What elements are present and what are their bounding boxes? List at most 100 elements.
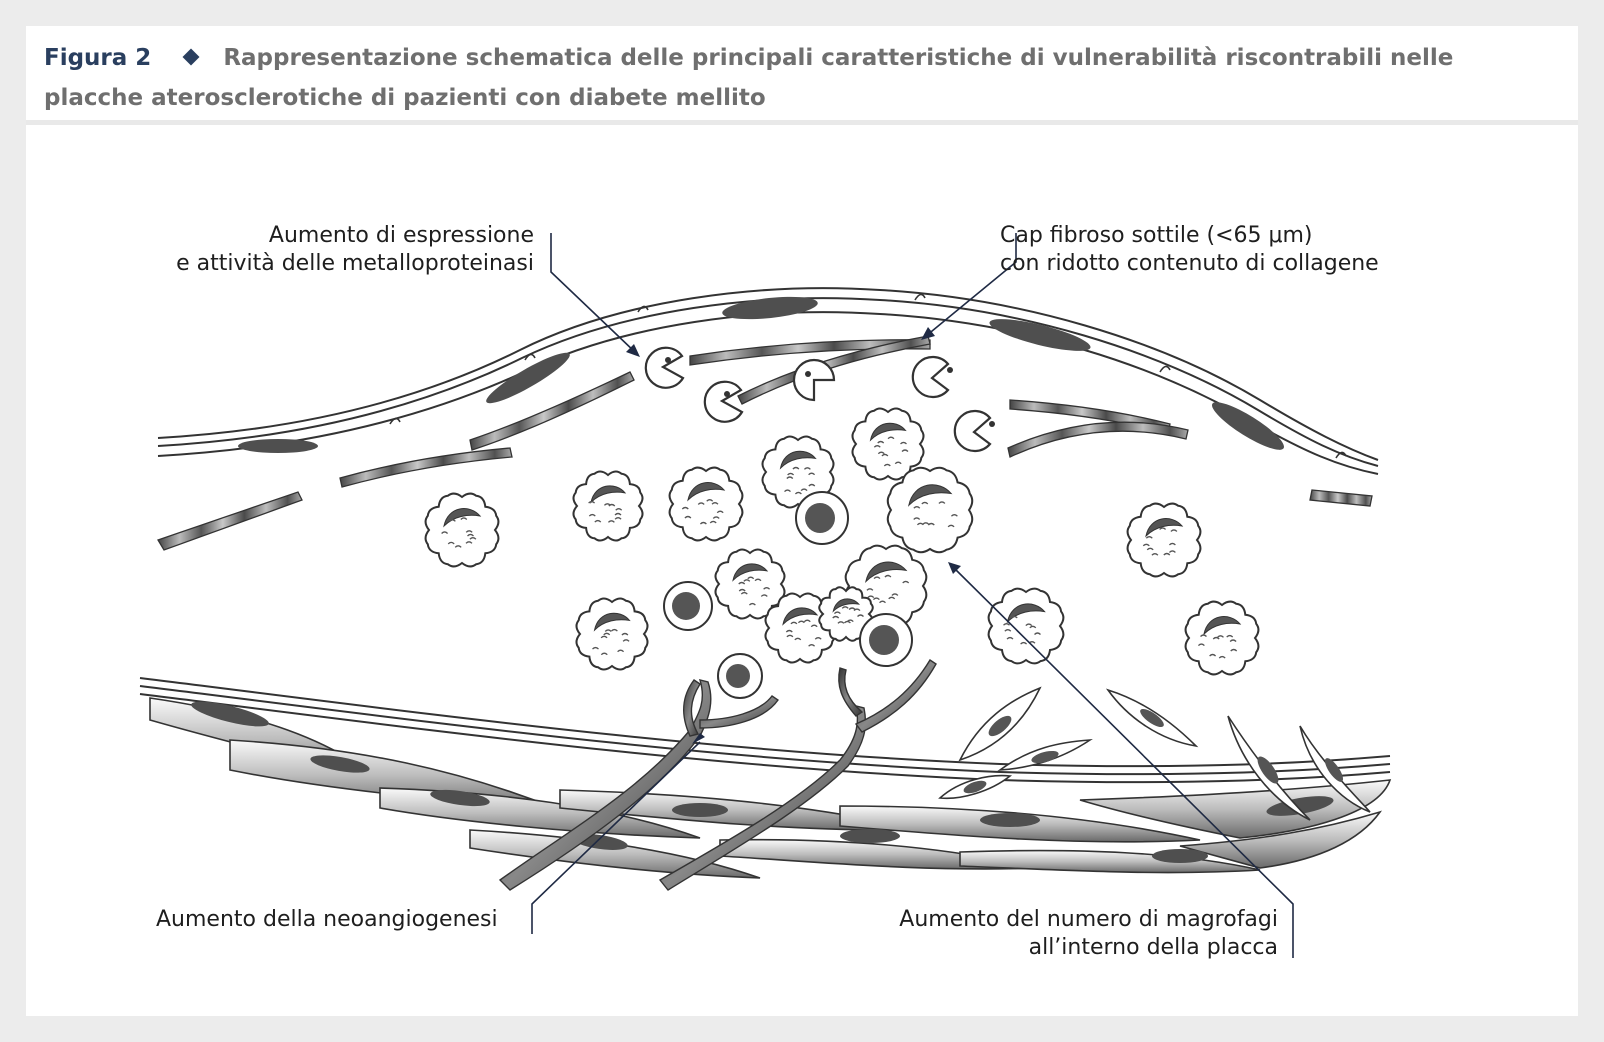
macrophage-vacuole	[1145, 536, 1153, 539]
macrophage-vacuole	[833, 611, 841, 615]
smooth-muscle-layer	[149, 697, 1392, 879]
macrophage-vacuole	[938, 501, 946, 504]
macrophage-vacuole	[832, 615, 840, 619]
macrophage-nucleus	[832, 598, 860, 613]
macrophage-vacuole	[622, 639, 630, 642]
macrophages	[424, 407, 1260, 676]
macrophage-vacuole	[785, 629, 793, 633]
figure-number: Figura 2	[44, 45, 152, 71]
macrophage-vacuole	[600, 635, 608, 639]
macrophage-vacuole	[711, 502, 719, 505]
macrophage-nucleus	[590, 485, 627, 504]
label-fibrous-cap-line1: Cap fibroso sottile (<65 μm)	[1000, 223, 1313, 248]
macrophage-vacuole	[1230, 648, 1238, 652]
label-macrophages: Aumento del numero di magrofagi all’inte…	[860, 906, 1278, 962]
macrophage-body	[851, 407, 925, 481]
macrophage-vacuole	[738, 588, 746, 592]
macrophage-vacuole	[800, 488, 808, 492]
macrophage-body	[886, 466, 974, 554]
macrophage-vacuole	[467, 533, 474, 537]
label-macrophages-line1: Aumento del numero di magrofagi	[899, 907, 1278, 932]
macrophage-vacuole	[740, 591, 748, 595]
macrophage-nucleus	[779, 450, 817, 470]
macrophage	[1126, 502, 1202, 578]
macrophage-vacuole	[1197, 643, 1205, 647]
macrophage-vacuole	[883, 463, 891, 467]
macrophage-vacuole	[460, 517, 468, 520]
macrophage-vacuole	[1170, 529, 1178, 532]
macrophage-vacuole	[950, 514, 958, 517]
macrophage-vacuole	[614, 512, 622, 516]
macrophage-vacuole	[604, 629, 612, 632]
label-metalloproteinases-line1: Aumento di espressione	[268, 223, 534, 248]
macrophage-vacuole	[1004, 629, 1012, 632]
macrophage-vacuole	[884, 574, 892, 578]
metalloproteinase-icons	[644, 346, 992, 453]
macrophage-vacuole	[1020, 641, 1028, 645]
macrophage-body	[987, 587, 1065, 665]
collagen-fibers	[157, 335, 1373, 551]
leader-lines	[531, 233, 1294, 958]
macrophage-vacuole	[447, 541, 455, 545]
macrophage-vacuole	[763, 587, 771, 590]
macrophage-vacuole	[716, 510, 724, 514]
neovessels	[498, 659, 937, 891]
macrophage-vacuole	[712, 516, 720, 519]
macrophage-vacuole	[588, 513, 596, 517]
macrophage-nucleus	[1006, 603, 1046, 624]
macrophage-vacuole	[1146, 547, 1154, 551]
macrophage-vacuole	[706, 499, 714, 502]
macrophage-body	[424, 492, 500, 568]
macrophage-vacuole	[808, 472, 816, 476]
macrophage-nucleus	[687, 482, 726, 502]
macrophage-vacuole	[848, 607, 856, 610]
macrophage-vacuole	[891, 593, 899, 596]
macrophage-vacuole	[877, 451, 885, 455]
macrophage-nucleus	[908, 484, 953, 507]
macrophage-vacuole	[797, 620, 805, 624]
macrophage-vacuole	[927, 522, 935, 526]
macrophage-vacuole	[913, 517, 921, 520]
macrophage-vacuole	[873, 576, 881, 580]
macrophage	[818, 586, 874, 642]
macrophage-vacuole	[866, 588, 874, 591]
macrophage-vacuole	[709, 520, 717, 524]
macrophage-vacuole	[607, 520, 615, 523]
macrophage-vacuole	[748, 602, 756, 606]
macrophage-vacuole	[1218, 655, 1226, 659]
macrophage-vacuole	[881, 453, 889, 457]
macrophage-vacuole	[1168, 542, 1176, 546]
elastic-lamina	[139, 677, 1391, 784]
macrophage-body	[575, 597, 649, 671]
macrophage-vacuole	[947, 524, 955, 528]
label-fibrous-cap: Cap fibroso sottile (<65 μm) con ridotto…	[1000, 222, 1379, 278]
macrophage-vacuole	[900, 441, 907, 445]
macrophage-vacuole	[1200, 634, 1207, 637]
macrophage-vacuole	[1229, 639, 1237, 642]
label-neoangiogenesis-line1: Aumento della neoangiogenesi	[156, 907, 498, 932]
macrophage	[575, 597, 649, 671]
macrophage	[886, 466, 974, 554]
macrophage-vacuole	[1209, 653, 1217, 657]
macrophage-vacuole	[738, 581, 746, 585]
macrophage-vacuole	[837, 621, 845, 624]
macrophage-vacuole	[588, 500, 596, 504]
lymphocyte-nuclei	[672, 503, 899, 688]
macrophage-vacuole	[894, 461, 902, 465]
macrophage-vacuole	[1163, 552, 1171, 556]
macrophage-vacuole	[465, 541, 473, 544]
macrophage-vacuole	[1034, 632, 1041, 635]
macrophage-vacuole	[603, 503, 611, 506]
macrophage-vacuole	[887, 436, 895, 440]
macrophage-vacuole	[1006, 636, 1014, 640]
macrophage-vacuole	[699, 521, 707, 525]
macrophage-vacuole	[1159, 527, 1167, 530]
macrophage-vacuole	[754, 578, 762, 582]
macrophage-vacuole	[1168, 550, 1176, 553]
macrophage-vacuole	[803, 467, 811, 470]
macrophage-vacuole	[747, 576, 755, 580]
macrophage-vacuole	[448, 519, 456, 522]
macrophage-vacuole	[621, 632, 629, 636]
leader-arrowheads	[626, 327, 961, 744]
